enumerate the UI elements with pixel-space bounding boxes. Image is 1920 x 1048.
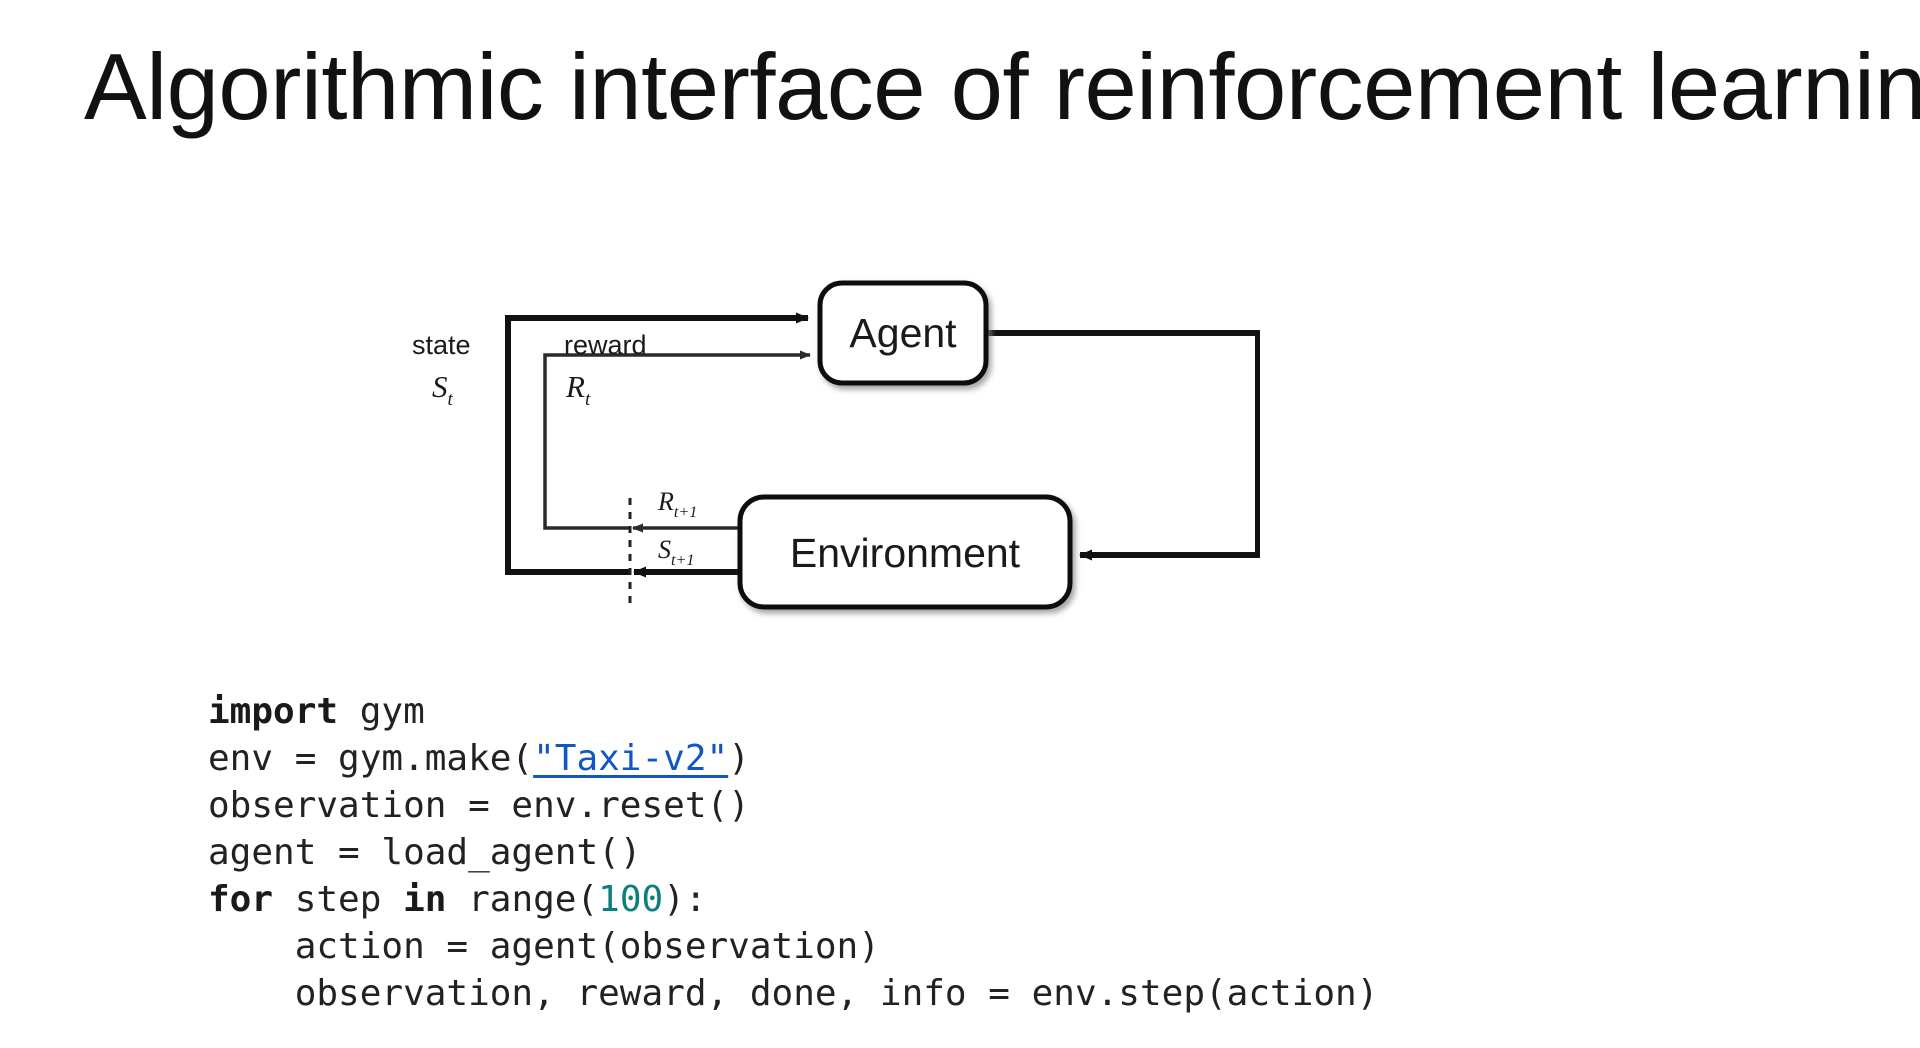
code-text: gym (338, 691, 425, 732)
node-agent-label: Agent (849, 310, 957, 356)
code-line: observation = env.reset() (208, 782, 1378, 829)
edge-symbol-reward-sub: t (585, 389, 591, 410)
node-environment[interactable]: Environment (737, 494, 1073, 610)
transition-label-reward-next-sub: t+1 (674, 504, 697, 521)
edge-label-reward: reward (564, 330, 647, 360)
code-line: agent = load_agent() (208, 829, 1378, 876)
edge-label-state: state (412, 330, 471, 360)
edge-state (505, 312, 809, 575)
code-line: for step in range(100): (208, 876, 1378, 923)
transition-label-state-next-sub: t+1 (671, 552, 694, 569)
transition-label-state-next: St+1 (658, 535, 694, 569)
code-text: ): (663, 879, 707, 920)
code-text: observation = env.reset() (208, 785, 750, 826)
code-line: env = gym.make("Taxi-v2") (208, 735, 1378, 782)
transition-label-reward-next: Rt+1 (657, 487, 697, 521)
code-line: action = agent(observation) (208, 923, 1378, 970)
code-text: env = gym.make( (208, 738, 534, 779)
env-id-link[interactable]: "Taxi-v2" (533, 738, 729, 779)
edge-symbol-state-sub: t (448, 389, 454, 410)
node-agent[interactable]: Agent (817, 280, 989, 386)
transition-label-state-next-base: S (658, 535, 671, 564)
edge-symbol-reward-base: R (565, 369, 585, 404)
code-text: step (273, 879, 404, 920)
code-number: 100 (598, 879, 664, 920)
code-keyword: in (403, 879, 447, 920)
transition-label-reward-next-base: R (657, 487, 674, 516)
code-text: action = agent(observation) (208, 926, 880, 967)
code-text: ) (728, 738, 750, 779)
edge-action (985, 330, 1260, 561)
code-text: agent = load_agent() (208, 832, 642, 873)
page-title: Algorithmic interface of reinforcement l… (84, 34, 1920, 139)
code-line: import gym (208, 688, 1378, 735)
code-keyword: import (208, 691, 339, 732)
code-keyword: for (208, 879, 274, 920)
code-line: observation, reward, done, info = env.st… (208, 970, 1379, 1017)
edge-symbol-reward: Rt (565, 369, 591, 410)
edge-reward (543, 350, 811, 530)
code-text: range( (446, 879, 599, 920)
edge-symbol-state-base: S (432, 369, 448, 404)
node-environment-label: Environment (790, 530, 1021, 576)
edge-symbol-state: St (432, 369, 454, 410)
agent-environment-diagram: Agent Environment state St reward Rt act… (380, 215, 1260, 635)
code-text: observation, reward, done, info = env.st… (208, 973, 1379, 1014)
